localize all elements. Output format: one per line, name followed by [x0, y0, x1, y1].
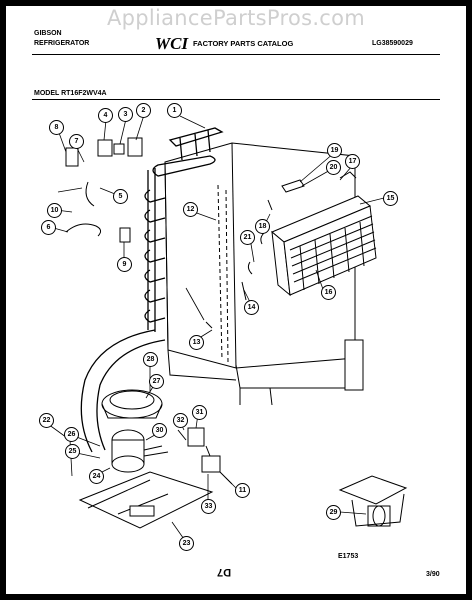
- wci-logo: WCI: [155, 34, 189, 53]
- callout-17: 17: [345, 154, 360, 169]
- callout-16: 16: [321, 285, 336, 300]
- relay-overload: [177, 427, 233, 485]
- model-rule: [32, 99, 440, 100]
- small-parts: [65, 137, 213, 329]
- callout-28: 28: [143, 352, 158, 367]
- callout-26: 26: [64, 427, 79, 442]
- callout-7: 7: [69, 134, 84, 149]
- callout-31: 31: [192, 405, 207, 420]
- callout-23: 23: [179, 536, 194, 551]
- cabinet-body: [164, 142, 364, 406]
- callout-21: 21: [240, 230, 255, 245]
- callout-5: 5: [113, 189, 128, 204]
- callout-2: 2: [136, 103, 151, 118]
- callout-27: 27: [149, 374, 164, 389]
- callout-13: 13: [189, 335, 204, 350]
- watermark: AppliancePartsPros.com: [106, 6, 366, 30]
- brand-line2: REFRIGERATOR: [34, 40, 90, 47]
- callout-20: 20: [326, 160, 341, 175]
- page-number: D7: [217, 566, 232, 578]
- brand-line1: GIBSON: [34, 30, 62, 37]
- callout-3: 3: [118, 107, 133, 122]
- callout-32: 32: [173, 413, 188, 428]
- callout-22: 22: [39, 413, 54, 428]
- callout-10: 10: [47, 203, 62, 218]
- callout-1: 1: [167, 103, 182, 118]
- callout-14: 14: [244, 300, 259, 315]
- diagram-id: E1753: [338, 553, 359, 560]
- compressor: [111, 429, 169, 473]
- callout-30: 30: [152, 423, 167, 438]
- callout-11: 11: [235, 483, 250, 498]
- condenser-fan-assembly: [338, 475, 408, 527]
- revision-date: 3/90: [426, 571, 440, 578]
- callout-25: 25: [65, 444, 80, 459]
- drain-pan: [101, 389, 163, 419]
- callout-12: 12: [183, 202, 198, 217]
- callout-19: 19: [327, 143, 342, 158]
- compressor-mount-plate: [78, 471, 214, 529]
- defrost-parts: [241, 171, 357, 301]
- callout-4: 4: [98, 108, 113, 123]
- callout-24: 24: [89, 469, 104, 484]
- callout-18: 18: [255, 219, 270, 234]
- header-rule: [32, 54, 440, 55]
- model-number: MODEL RT16F2WV4A: [34, 90, 107, 97]
- callout-8: 8: [49, 120, 64, 135]
- catalog-code: LG38590029: [372, 40, 413, 47]
- callout-33: 33: [201, 499, 216, 514]
- condenser-coil: [144, 127, 224, 332]
- evaporator: [271, 195, 377, 297]
- drain-hose: [80, 329, 166, 453]
- callout-29: 29: [326, 505, 341, 520]
- callout-6: 6: [41, 220, 56, 235]
- callout-9: 9: [117, 257, 132, 272]
- catalog-title: FACTORY PARTS CATALOG: [193, 39, 294, 48]
- callout-15: 15: [383, 191, 398, 206]
